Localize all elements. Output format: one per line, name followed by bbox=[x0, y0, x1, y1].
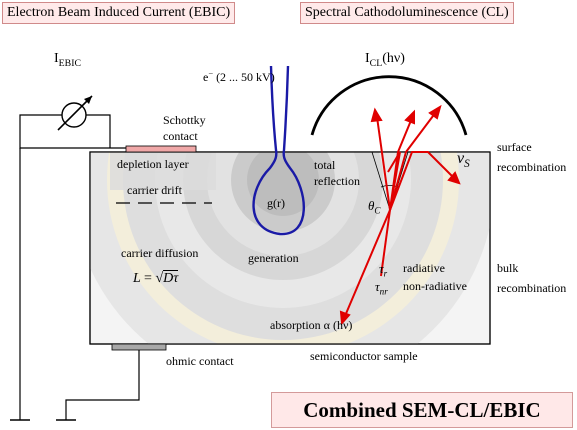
bulk-label: bulk bbox=[497, 261, 519, 275]
semiconductor-sample-label: semiconductor sample bbox=[310, 349, 418, 363]
surface-label: surface bbox=[497, 140, 532, 154]
cl-header: Spectral Cathodoluminescence (CL) bbox=[300, 2, 514, 24]
banner-title: Combined SEM-CL/EBIC bbox=[271, 392, 573, 428]
electron-beam-generation-volume bbox=[252, 65, 305, 236]
light-rays bbox=[339, 104, 461, 326]
tau-r-symbol: τr bbox=[379, 261, 388, 279]
depletion-layer-label: depletion layer bbox=[117, 157, 189, 171]
diffusion-length-formula: L = √Dτ bbox=[133, 270, 179, 286]
circuit-wire-left bbox=[19, 114, 126, 149]
schottky-contact bbox=[125, 145, 197, 153]
tau-nr-symbol: τnr bbox=[375, 279, 388, 297]
depletion-layer-region bbox=[110, 152, 216, 190]
total-label: total bbox=[314, 158, 336, 172]
surface-recombination-label: recombination bbox=[497, 160, 567, 174]
ohmic-contact bbox=[111, 343, 167, 351]
interaction-volume-shading bbox=[90, 152, 490, 344]
radiative-label: radiative bbox=[403, 261, 445, 275]
ebic-header: Electron Beam Induced Current (EBIC) bbox=[2, 2, 236, 24]
bulk-recombination-label: recombination bbox=[497, 281, 567, 295]
beam-energy-label: e− (2 ... 50 kV) bbox=[203, 69, 275, 84]
cl-collection-mirror bbox=[310, 75, 468, 136]
schottky-label: Schottky bbox=[163, 113, 206, 127]
non-radiative-label: non-radiative bbox=[403, 279, 467, 293]
absorption-label: absorption α (hν) bbox=[270, 318, 353, 332]
reflection-label: reflection bbox=[314, 174, 360, 188]
ground-wire-right bbox=[65, 350, 140, 420]
g-of-r-label: g(r) bbox=[267, 196, 285, 210]
i-cl-label: ICL(hν) bbox=[365, 51, 405, 69]
ohmic-contact-label: ohmic contact bbox=[166, 354, 234, 368]
generation-label: generation bbox=[248, 251, 299, 265]
contact-label: contact bbox=[163, 129, 198, 143]
surface-recombination-velocity: νS bbox=[457, 150, 470, 171]
i-ebic-label: IEBIC bbox=[54, 51, 81, 69]
critical-angle-label: θC bbox=[368, 198, 381, 216]
circuit-wire-right bbox=[86, 114, 111, 148]
carrier-diffusion-label: carrier diffusion bbox=[121, 246, 199, 260]
carrier-drift-label: carrier drift bbox=[127, 183, 182, 197]
